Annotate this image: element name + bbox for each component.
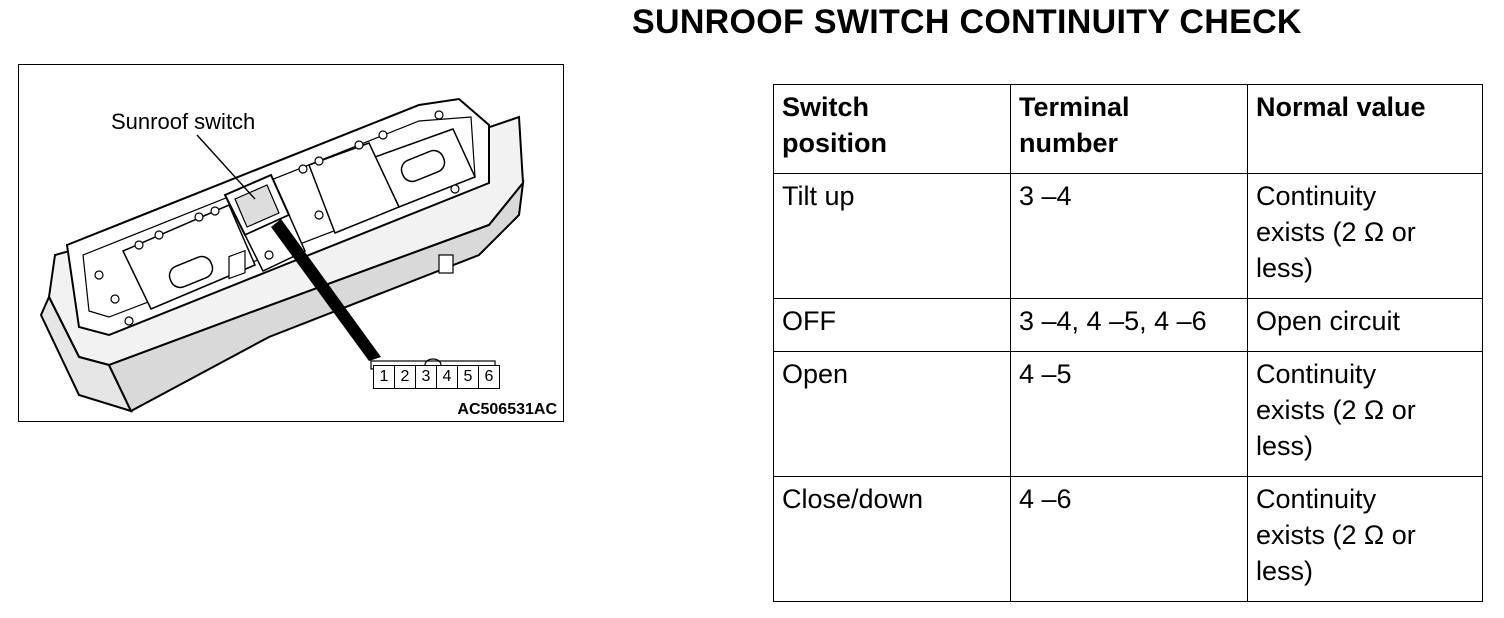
cell-normal-value: Continuity exists (2 Ω or less) bbox=[1247, 173, 1483, 299]
sunroof-switch-figure: Sunroof switch 1 2 3 4 5 6 AC506531AC bbox=[18, 64, 564, 422]
connector-pin: 5 bbox=[458, 366, 479, 388]
overhead-console-drawing bbox=[39, 97, 525, 413]
header-label: Normal value bbox=[1256, 92, 1426, 122]
connector-pin: 1 bbox=[374, 366, 395, 388]
header-label: Switch position bbox=[782, 92, 887, 158]
cell-terminal-number: 4 –6 bbox=[1010, 476, 1248, 602]
connector-pin-diagram: 1 2 3 4 5 6 bbox=[373, 365, 500, 389]
continuity-check-table: Switch position Terminal number Normal v… bbox=[773, 84, 1483, 602]
connector-pin: 3 bbox=[416, 366, 437, 388]
table-header-row: Switch position Terminal number Normal v… bbox=[773, 84, 1483, 174]
cell-normal-value: Continuity exists (2 Ω or less) bbox=[1247, 351, 1483, 477]
cell-switch-position: Open bbox=[773, 351, 1011, 477]
sunroof-switch-callout: Sunroof switch bbox=[111, 109, 256, 134]
connector-pin: 4 bbox=[437, 366, 458, 388]
header-terminal-number: Terminal number bbox=[1010, 84, 1248, 174]
table-row: Close/down 4 –6 Continuity exists (2 Ω o… bbox=[773, 476, 1483, 602]
connector-pin: 2 bbox=[395, 366, 416, 388]
figure-id: AC506531AC bbox=[457, 401, 557, 418]
table-row: Tilt up 3 –4 Continuity exists (2 Ω or l… bbox=[773, 173, 1483, 299]
cell-normal-value: Continuity exists (2 Ω or less) bbox=[1247, 476, 1483, 602]
cell-switch-position: OFF bbox=[773, 298, 1011, 352]
cell-switch-position: Tilt up bbox=[773, 173, 1011, 299]
cell-normal-value: Open circuit bbox=[1247, 298, 1483, 352]
connector-pin: 6 bbox=[484, 368, 494, 385]
cell-terminal-number: 3 –4 bbox=[1010, 173, 1248, 299]
header-switch-position: Switch position bbox=[773, 84, 1011, 174]
cell-terminal-number: 3 –4, 4 –5, 4 –6 bbox=[1010, 298, 1248, 352]
cell-terminal-number: 4 –5 bbox=[1010, 351, 1248, 477]
page-title: SUNROOF SWITCH CONTINUITY CHECK bbox=[632, 3, 1302, 41]
table-row: Open 4 –5 Continuity exists (2 Ω or less… bbox=[773, 351, 1483, 477]
header-normal-value: Normal value bbox=[1247, 84, 1483, 174]
cell-switch-position: Close/down bbox=[773, 476, 1011, 602]
table-row: OFF 3 –4, 4 –5, 4 –6 Open circuit bbox=[773, 298, 1483, 352]
header-label: Terminal number bbox=[1019, 92, 1130, 158]
